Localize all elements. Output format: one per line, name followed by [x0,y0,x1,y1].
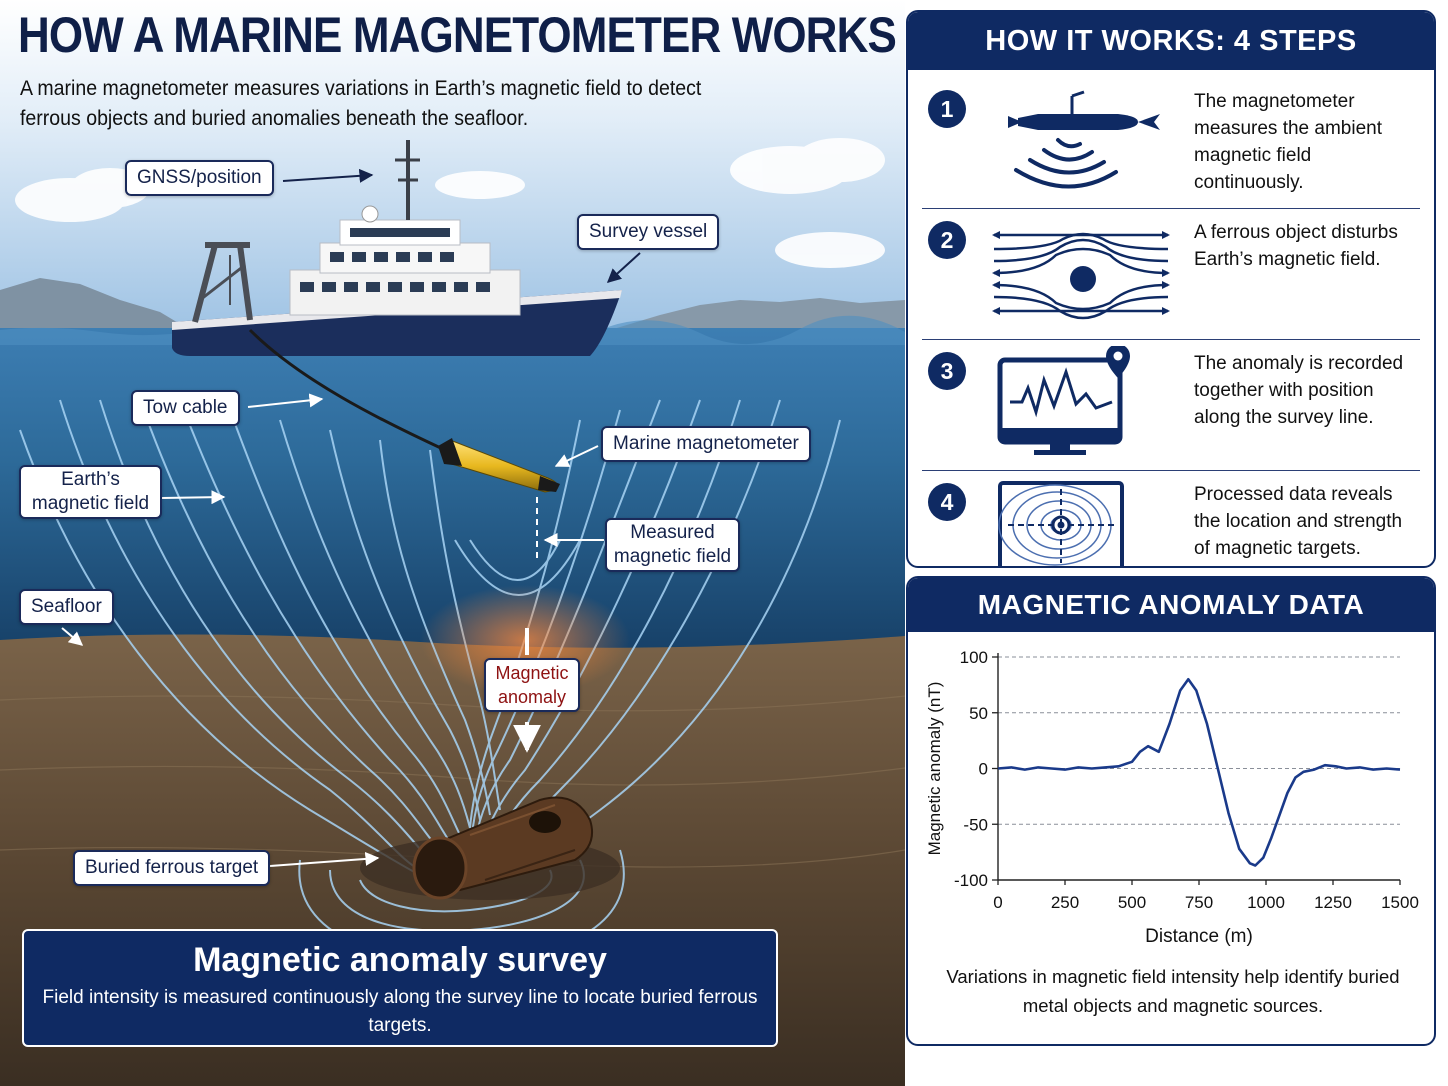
steps-panel: HOW IT WORKS: 4 STEPS 1 The magnetometer… [906,10,1436,568]
callout-seafloor: Seafloor [19,589,114,625]
step-number: 2 [928,221,966,259]
step-text: Processed data reveals the location and … [1194,484,1403,559]
callout-survey-vessel: Survey vessel [577,214,720,250]
survey-title: Magnetic anomaly survey [193,941,607,979]
steps-panel-title: HOW IT WORKS: 4 STEPS [908,12,1434,70]
callout-gnss: GNSS/position [125,160,274,196]
x-tick-label: 0 [993,893,1002,912]
y-axis-label: Magnetic anomaly (nT) [925,682,944,856]
callout-magnetic-anomaly: Magnetic anomaly [484,658,580,712]
step-2: 2 A ferrous object disturbs Earth’s magn… [922,209,1420,340]
magnetometer-sensor-icon [1008,90,1160,189]
field-disturbance-icon [992,231,1170,320]
chart-caption: Variations in magnetic field intensity h… [946,966,1400,1016]
contour-map-icon [998,481,1124,566]
callout-marine-magnetometer: Marine magnetometer [601,426,811,462]
x-tick-label: 250 [1051,893,1079,912]
buried-target-artwork [360,796,620,900]
step-text: A ferrous object disturbs Earth’s magnet… [1194,222,1398,270]
page-subtitle: A marine magnetometer measures variation… [20,77,702,130]
illustration-scene: HOW A MARINE MAGNETOMETER WORKS A marine… [0,0,905,1086]
y-tick-label: 0 [979,760,988,779]
magnetometer-sensor [438,438,560,493]
callout-buried-target: Buried ferrous target [73,850,271,886]
y-tick-label: -100 [954,871,988,890]
step-number: 4 [928,483,966,521]
step-number: 1 [928,90,966,128]
survey-vessel-artwork [172,140,622,356]
x-axis-label: Distance (m) [1145,926,1253,947]
anomaly-series-line [997,678,1401,867]
y-tick-label: 100 [960,648,988,667]
x-tick-label: 750 [1185,893,1213,912]
x-tick-label: 500 [1118,893,1146,912]
survey-summary-box: Magnetic anomaly survey Field intensity … [22,929,778,1047]
y-tick-label: -50 [963,815,988,834]
callout-tow-cable: Tow cable [131,390,240,426]
survey-description: Field intensity is measured continuously… [42,987,758,1036]
step-text: The anomaly is recorded together with po… [1194,353,1404,428]
x-tick-label: 1000 [1247,893,1285,912]
y-tick-label: 50 [969,704,988,723]
x-tick-label: 1250 [1314,893,1352,912]
x-tick-label: 1500 [1381,893,1419,912]
page-title: HOW A MARINE MAGNETOMETER WORKS [18,7,897,63]
callout-measured-field: Measured magnetic field [605,518,740,572]
step-3: 3 The anomaly is recorded together with … [922,340,1420,471]
tow-cable-line [248,328,446,452]
callout-earth-field: Earth’s magnetic field [19,465,162,519]
step-1: 1 The magnetometer measures the ambient … [922,78,1420,209]
step-text: The magnetometer measures the ambient ma… [1194,91,1382,193]
chart-panel-title: MAGNETIC ANOMALY DATA [908,578,1434,632]
monitor-graph-icon [997,346,1130,455]
mountains-left [0,278,190,330]
step-4: 4 Processed data reveals the location an… [922,471,1420,566]
step-number: 3 [928,352,966,390]
